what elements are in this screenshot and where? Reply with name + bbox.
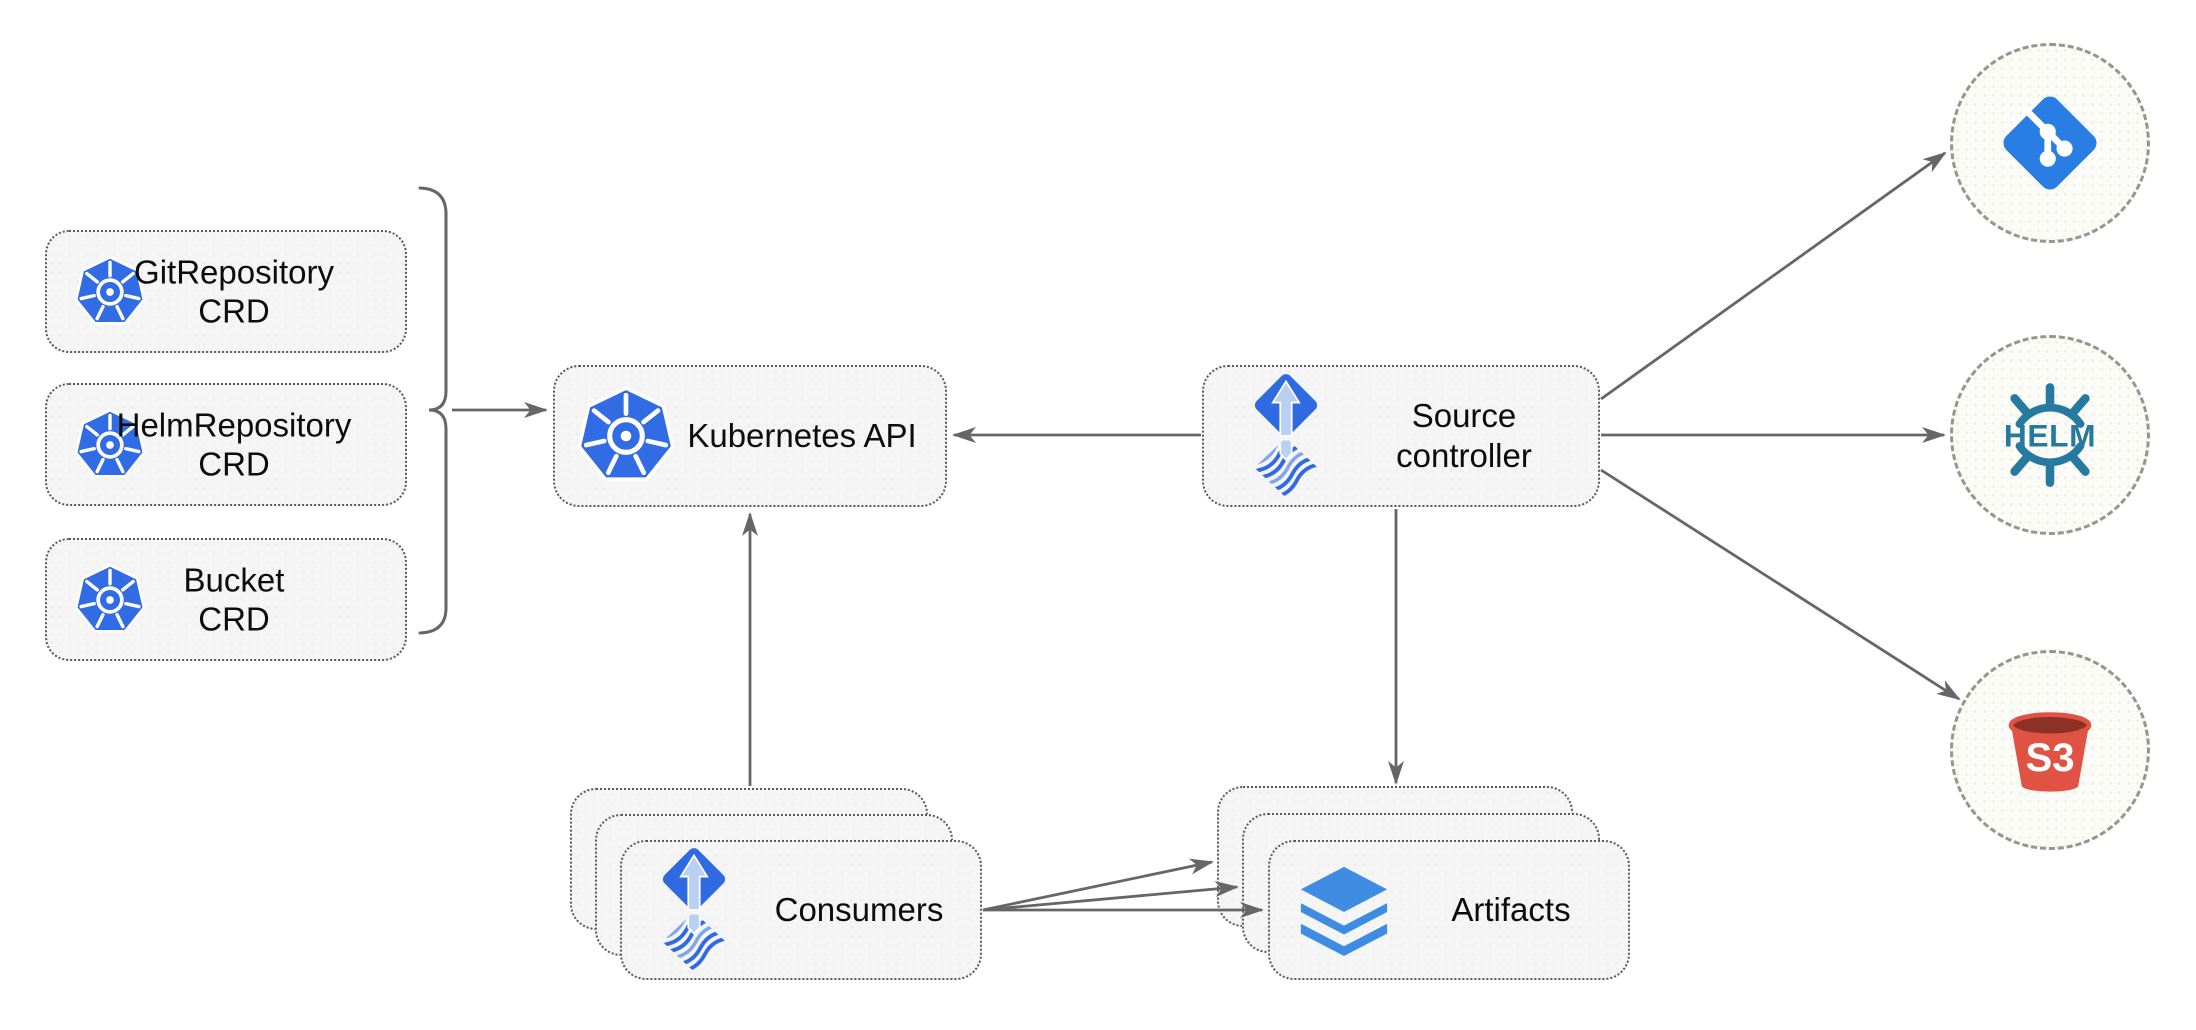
s3-bucket-icon: S3	[2008, 712, 2092, 792]
crd-group-bracket	[418, 186, 448, 635]
node-label-line2: CRD	[198, 445, 270, 483]
node-label: Bucket CRD	[63, 560, 405, 639]
node-bucket-crd: Bucket CRD	[45, 538, 407, 661]
kubernetes-icon	[575, 385, 677, 487]
node-gitrepository-crd: GitRepository CRD	[45, 230, 407, 353]
node-label-line1: Source	[1411, 397, 1517, 435]
node-label: Consumers	[774, 891, 944, 929]
node-label-line2: controller	[1396, 437, 1532, 474]
node-label: Kubernetes API	[687, 417, 917, 455]
node-label-line2: CRD	[198, 600, 270, 638]
node-label: HelmRepository CRD	[63, 405, 405, 484]
arrow-source-to-git	[1600, 151, 1947, 401]
node-source-controller: Source controller	[1202, 365, 1600, 507]
s3-logo-text: S3	[2025, 735, 2074, 780]
node-helmrepository-crd: HelmRepository CRD	[45, 383, 407, 506]
helm-icon: HELM	[2004, 383, 2096, 487]
layers-icon	[1300, 866, 1388, 957]
arrow-consumers-to-artifacts-1	[982, 858, 1214, 912]
external-helm-circle: HELM	[1950, 335, 2150, 535]
helm-logo-text: HELM	[2004, 418, 2096, 454]
git-icon	[2003, 96, 2097, 190]
arrow-consumers-to-artifacts-2	[982, 881, 1239, 912]
flux-source-icon	[1242, 370, 1330, 502]
flux-source-icon	[650, 844, 738, 976]
external-git-circle	[1950, 43, 2150, 243]
node-label-line1: GitRepository	[134, 252, 334, 290]
external-s3-circle: S3	[1950, 650, 2150, 850]
node-label: Artifacts	[1451, 891, 1571, 929]
node-label: GitRepository CRD	[63, 252, 405, 331]
node-label-line1: HelmRepository	[116, 405, 352, 443]
node-artifacts: Artifacts	[1268, 840, 1630, 980]
node-consumers: Consumers	[620, 840, 982, 980]
node-label-line2: CRD	[198, 292, 270, 330]
node-kubernetes-api: Kubernetes API	[553, 365, 947, 507]
arrow-source-to-s3	[1600, 468, 1961, 701]
node-label-line1: Bucket	[183, 560, 285, 598]
node-label: Source controller	[1330, 396, 1598, 475]
